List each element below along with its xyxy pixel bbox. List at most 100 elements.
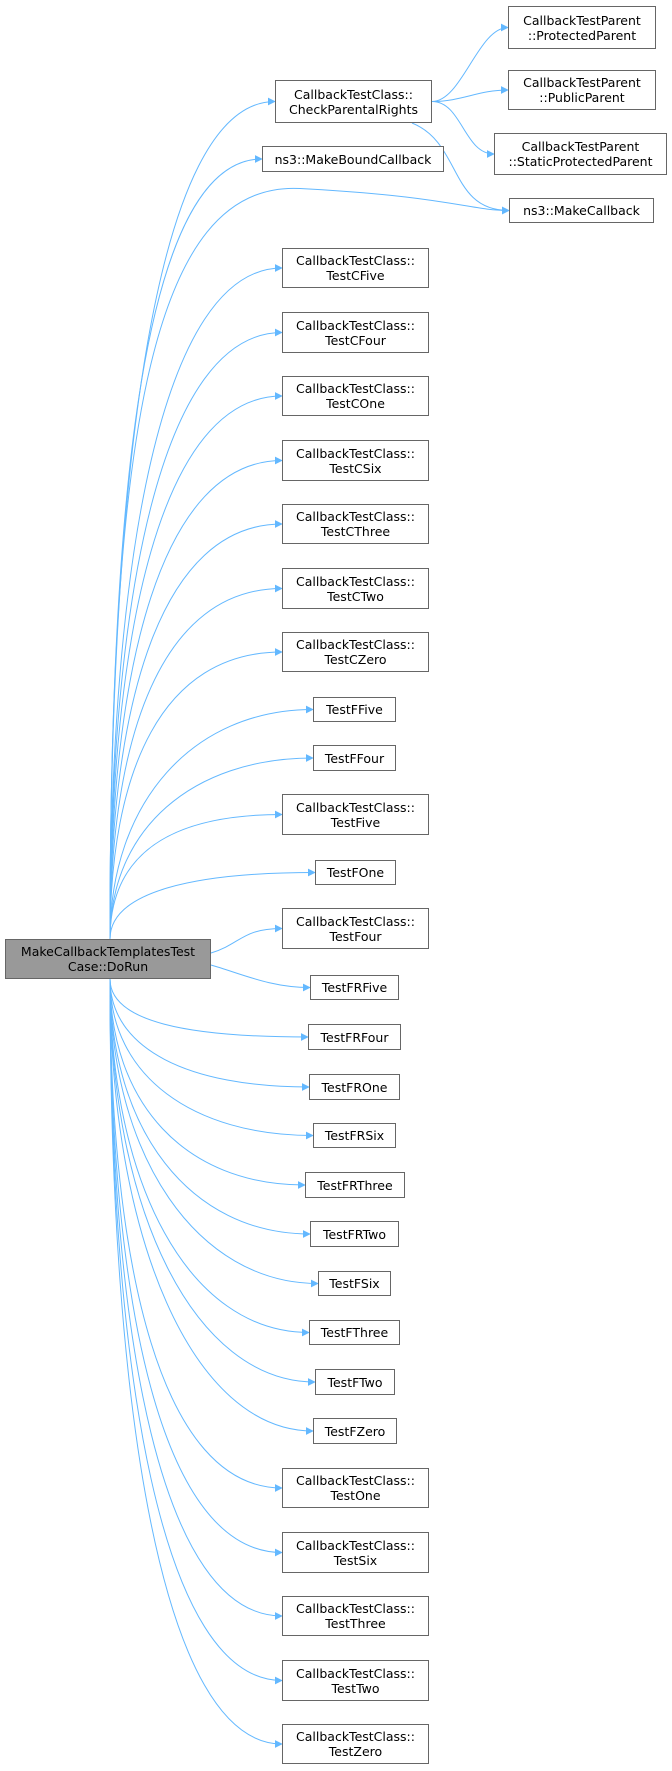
node-label-line: CallbackTestParent bbox=[521, 139, 640, 154]
node-label-line: CallbackTestClass:: bbox=[296, 1665, 415, 1681]
node-label-line: TestFSix bbox=[329, 1276, 380, 1291]
edge-check-to-staticprot bbox=[431, 101, 495, 158]
node-cone[interactable]: CallbackTestClass::TestCOne bbox=[282, 376, 429, 416]
node-label-line: TestFFive bbox=[326, 702, 383, 717]
node-check[interactable]: CallbackTestClass::CheckParentalRights bbox=[275, 80, 432, 123]
node-frsix[interactable]: TestFRSix bbox=[313, 1123, 396, 1148]
node-six[interactable]: CallbackTestClass::TestSix bbox=[282, 1532, 429, 1573]
edge-root-to-fsix bbox=[109, 978, 319, 1288]
node-label-line: TestFOne bbox=[326, 865, 385, 880]
node-public[interactable]: CallbackTestParent::PublicParent bbox=[508, 70, 656, 110]
node-label-line: TestFFour bbox=[324, 750, 385, 766]
node-label-line: CallbackTestClass:: bbox=[296, 573, 415, 589]
node-fzero[interactable]: TestFZero bbox=[313, 1418, 397, 1444]
edge-root-to-zero bbox=[109, 978, 283, 1748]
node-two[interactable]: CallbackTestClass::TestTwo bbox=[282, 1660, 429, 1701]
node-three[interactable]: CallbackTestClass::TestThree bbox=[282, 1596, 429, 1636]
node-label-line: TestCOne bbox=[326, 396, 385, 411]
node-cthree[interactable]: CallbackTestClass::TestCThree bbox=[282, 504, 429, 544]
node-frfive[interactable]: TestFRFive bbox=[310, 975, 399, 1000]
node-label-line: TestFROne bbox=[321, 1079, 388, 1095]
node-label-line: CallbackTestParent bbox=[523, 12, 641, 28]
edge-root-to-ftwo bbox=[109, 978, 316, 1386]
edge-root-to-four bbox=[210, 924, 283, 954]
edge-root-to-frtwo bbox=[109, 978, 311, 1238]
node-ctwo[interactable]: CallbackTestClass::TestCTwo bbox=[282, 568, 429, 609]
node-protected[interactable]: CallbackTestParent::ProtectedParent bbox=[508, 6, 656, 49]
edge-root-to-fone bbox=[109, 868, 316, 940]
edge-root-to-fthree bbox=[109, 978, 310, 1337]
edge-root-to-frsix bbox=[109, 978, 314, 1140]
node-label-line: ::PublicParent bbox=[539, 90, 625, 105]
node-fthree[interactable]: TestFThree bbox=[309, 1320, 400, 1345]
node-label-line: TestFRFour bbox=[320, 1029, 389, 1045]
node-label-line: ::ProtectedParent bbox=[527, 27, 637, 43]
edge-root-to-fzero bbox=[109, 978, 314, 1435]
node-label-line: CallbackTestClass:: bbox=[296, 799, 415, 815]
node-frtwo[interactable]: TestFRTwo bbox=[310, 1221, 399, 1247]
node-label-line: TestFRSix bbox=[324, 1128, 385, 1143]
node-czero[interactable]: CallbackTestClass::TestCZero bbox=[282, 632, 429, 672]
edge-root-to-five bbox=[109, 810, 283, 940]
edge-root-to-ffour bbox=[109, 754, 314, 940]
node-makecb[interactable]: ns3::MakeCallback bbox=[509, 198, 654, 223]
node-bound[interactable]: ns3::MakeBoundCallback bbox=[262, 146, 444, 172]
node-cfive[interactable]: CallbackTestClass::TestCFive bbox=[282, 248, 429, 288]
edge-root-to-frthree bbox=[109, 978, 306, 1189]
edge-root-to-frfour bbox=[109, 978, 309, 1041]
node-label-line: CallbackTestClass:: bbox=[296, 913, 415, 929]
node-label-line: TestFour bbox=[329, 928, 382, 944]
edge-root-to-cthree bbox=[109, 520, 283, 940]
edge-check-to-makecb bbox=[411, 122, 510, 215]
node-label-line: CallbackTestClass:: bbox=[296, 253, 415, 268]
node-ftwo[interactable]: TestFTwo bbox=[315, 1369, 395, 1395]
node-fone[interactable]: TestFOne bbox=[315, 860, 396, 885]
node-label-line: Case::DoRun bbox=[67, 959, 149, 974]
node-label-line: TestCTwo bbox=[327, 588, 384, 604]
edge-root-to-frfive bbox=[210, 964, 311, 992]
node-zero[interactable]: CallbackTestClass::TestZero bbox=[282, 1724, 429, 1764]
node-one[interactable]: CallbackTestClass::TestOne bbox=[282, 1468, 429, 1508]
node-label-line: CallbackTestClass:: bbox=[296, 445, 415, 461]
edge-check-to-public bbox=[431, 86, 509, 102]
node-label-line: CallbackTestClass:: bbox=[296, 1601, 415, 1616]
node-label-line: CheckParentalRights bbox=[288, 101, 419, 117]
node-fsix[interactable]: TestFSix bbox=[318, 1271, 391, 1296]
node-label-line: CallbackTestClass:: bbox=[296, 381, 415, 396]
node-label-line: TestFTwo bbox=[327, 1374, 383, 1390]
node-label-line: CallbackTestClass:: bbox=[296, 1537, 415, 1553]
node-frfour[interactable]: TestFRFour bbox=[308, 1024, 401, 1050]
edge-root-to-czero bbox=[109, 648, 283, 940]
node-label-line: MakeCallbackTemplatesTest bbox=[20, 944, 196, 959]
node-frone[interactable]: TestFROne bbox=[309, 1074, 400, 1100]
node-label-line: TestCZero bbox=[324, 652, 387, 667]
node-label-line: ::StaticProtectedParent bbox=[508, 154, 653, 169]
node-ffour[interactable]: TestFFour bbox=[313, 745, 396, 771]
edge-root-to-frone bbox=[109, 978, 310, 1091]
edge-check-to-protected bbox=[431, 23, 509, 102]
node-label-line: CallbackTestClass:: bbox=[296, 637, 415, 652]
edge-root-to-bound bbox=[109, 155, 263, 940]
edge-root-to-csix bbox=[109, 456, 283, 940]
node-label-line: CallbackTestClass:: bbox=[296, 1729, 415, 1744]
node-label-line: TestFRTwo bbox=[322, 1226, 387, 1242]
node-label-line: TestSix bbox=[333, 1552, 378, 1568]
node-ffive[interactable]: TestFFive bbox=[313, 697, 396, 722]
edge-root-to-cfour bbox=[109, 328, 283, 940]
node-staticprot[interactable]: CallbackTestParent::StaticProtectedParen… bbox=[494, 133, 667, 175]
node-label-line: TestCThree bbox=[320, 524, 391, 539]
node-five[interactable]: CallbackTestClass::TestFive bbox=[282, 794, 429, 835]
edge-root-to-cone bbox=[109, 392, 283, 940]
node-label-line: CallbackTestClass:: bbox=[296, 509, 415, 524]
edge-root-to-check bbox=[109, 97, 276, 940]
node-label-line: TestFive bbox=[330, 814, 381, 830]
node-four[interactable]: CallbackTestClass::TestFour bbox=[282, 908, 429, 949]
edge-root-to-ctwo bbox=[109, 584, 283, 940]
node-label-line: TestZero bbox=[328, 1744, 383, 1759]
node-frthree[interactable]: TestFRThree bbox=[305, 1172, 405, 1198]
edge-root-to-cfive bbox=[109, 264, 283, 940]
edge-root-to-two bbox=[109, 978, 283, 1685]
node-cfour[interactable]: CallbackTestClass::TestCFour bbox=[282, 312, 429, 353]
node-csix[interactable]: CallbackTestClass::TestCSix bbox=[282, 440, 429, 481]
